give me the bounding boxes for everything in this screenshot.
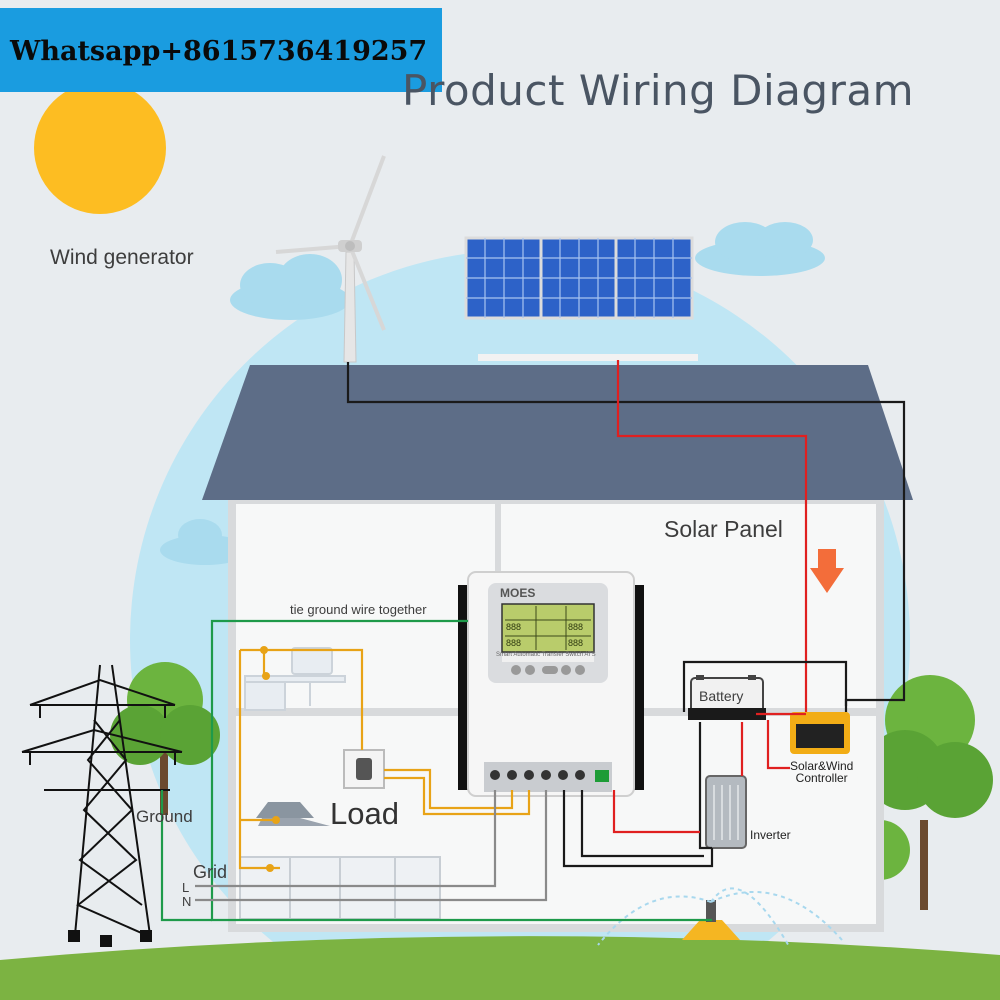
battery-icon: [688, 675, 766, 720]
ground-label: Ground: [136, 807, 193, 826]
inverter-label: Inverter: [750, 828, 791, 842]
lcd-value: 888: [568, 638, 584, 648]
controller-icon: [790, 712, 850, 754]
battery-label: Battery: [699, 688, 744, 704]
sprinkler-icon: [597, 887, 843, 949]
device-brand: MOES: [500, 586, 536, 600]
tie-ground-label: tie ground wire together: [290, 602, 427, 617]
solar-panel-label: Solar Panel: [664, 516, 783, 542]
transmission-tower-icon: [21, 664, 183, 936]
device-subtitle: Smart Automatic Transfer Switch ATS: [496, 652, 596, 658]
solar-panels: [464, 236, 694, 320]
grid-label: Grid: [193, 862, 228, 882]
page-title: Product Wiring Diagram: [402, 66, 914, 115]
lcd-value: 888: [506, 638, 522, 648]
down-arrow-icon: [810, 549, 844, 593]
sun-icon: [34, 82, 166, 214]
line-label: L: [182, 880, 190, 895]
contact-text: Whatsapp+8615736419257: [10, 36, 428, 67]
load-label: Load: [330, 796, 399, 831]
lcd-value: 888: [506, 622, 522, 632]
ats-device[interactable]: [458, 571, 644, 797]
neutral-label: N: [182, 894, 192, 909]
inverter-icon: [705, 775, 747, 849]
roof: [202, 365, 913, 500]
lcd-value: 888: [568, 622, 584, 632]
desk-icon: [244, 647, 346, 711]
contact-banner: Whatsapp+8615736419257: [0, 8, 442, 92]
clouds: [160, 222, 825, 565]
wiring: [160, 360, 906, 922]
wind-turbine-icon: [275, 155, 386, 363]
grass: [0, 936, 1000, 1000]
wind-generator-label: Wind generator: [50, 246, 194, 269]
controller-label: Solar&Wind Controller: [790, 759, 854, 785]
wall-outlet-icon: [343, 749, 385, 789]
